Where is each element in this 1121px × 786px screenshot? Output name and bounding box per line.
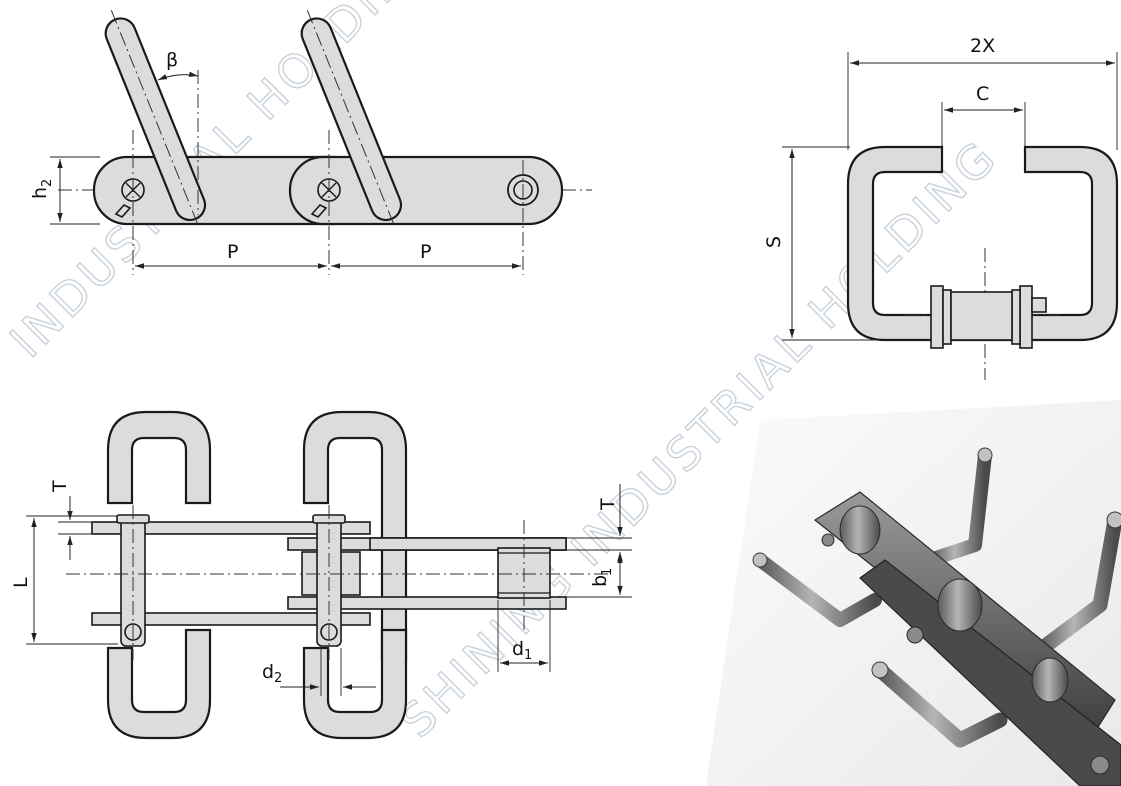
d2-label: d — [262, 661, 274, 683]
h2-label-sub: 2 — [40, 179, 55, 187]
side-view: h 2 β P P — [29, 10, 592, 275]
b1-label: b — [589, 575, 611, 587]
pitch-label-2: P — [420, 241, 431, 263]
plan-flight-loop-2-bottom — [302, 628, 408, 740]
length-l-label: L — [10, 577, 32, 588]
h2-label: h — [29, 187, 51, 199]
end-chain-assembly — [930, 285, 1047, 349]
plan-inner-plate-bottom — [287, 596, 567, 610]
thickness-t-left-label: T — [49, 480, 71, 493]
end-view: 2X C S — [763, 35, 1119, 380]
plan-view: L T T b 1 d 1 d 2 — [10, 410, 632, 740]
plan-outer-plate-top — [91, 521, 371, 535]
plan-flight-loop-1-bottom — [106, 628, 212, 740]
side-pin-3 — [507, 174, 539, 206]
photo-chain-plate-front — [859, 559, 1121, 786]
d2-label-sub: 2 — [274, 671, 282, 686]
beta-angle-arc — [157, 71, 199, 81]
thickness-t-right-label: T — [597, 498, 619, 511]
photo-rollers — [839, 505, 1069, 703]
pitch-label-1: P — [227, 241, 238, 263]
plan-outer-plate-bottom — [91, 612, 371, 626]
product-photo — [706, 400, 1121, 786]
height-s-label: S — [763, 236, 785, 248]
end-flight-frame — [846, 145, 1119, 342]
plan-flight-loop-1 — [106, 410, 212, 505]
width-2x-label: 2X — [970, 35, 995, 57]
side-flight-rod-1 — [104, 10, 207, 224]
side-link-plate-2 — [288, 155, 564, 226]
b1-label-sub: 1 — [600, 568, 615, 576]
d1-label-sub: 1 — [524, 648, 532, 663]
gap-c-label: C — [976, 83, 989, 105]
side-flight-rod-2 — [300, 10, 403, 224]
beta-label: β — [166, 49, 178, 71]
d1-label: d — [512, 638, 524, 660]
photo-flight-rods — [753, 448, 1121, 748]
